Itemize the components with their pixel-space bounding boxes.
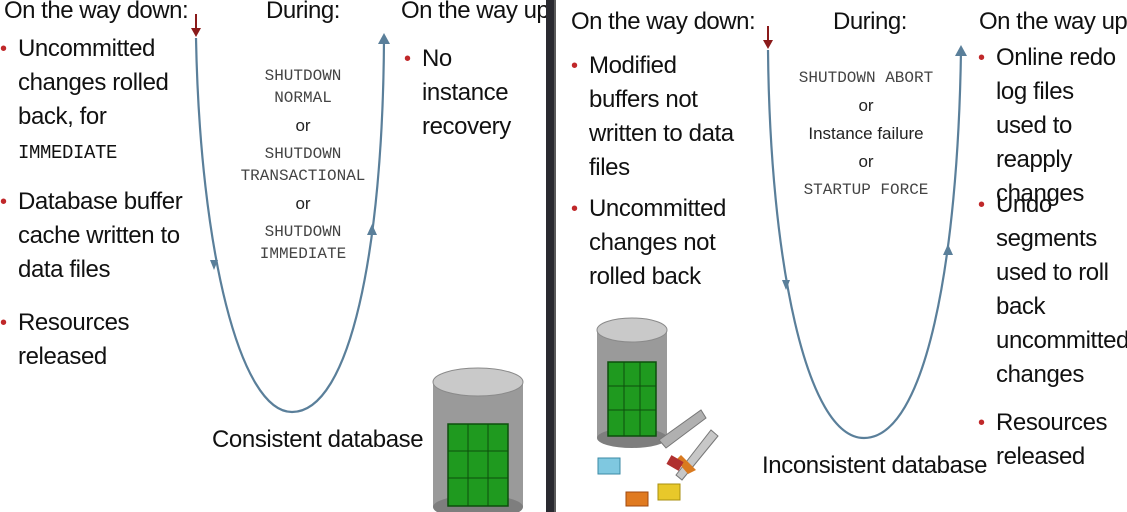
tools-icon (658, 409, 719, 481)
curve-arrow-up (943, 244, 953, 255)
up-item-text: No instance recovery (422, 45, 511, 140)
up-item-redo-logs-reapply: • Online redo log files used to reapply … (978, 41, 1127, 211)
puzzle-pieces-icon (597, 457, 681, 507)
curve-arrow-up (367, 224, 377, 235)
bullet-icon: • (978, 412, 985, 434)
up-item-resources-released: • Resources released (978, 406, 1127, 474)
command-text: TRANSACTIONAL (240, 167, 366, 185)
or-text: or (295, 116, 311, 135)
or-text: or (295, 194, 311, 213)
heading-on-the-way-up: On the way up: (979, 8, 1127, 35)
or-text: or (858, 152, 874, 171)
up-item-text: Undo segments used to roll back uncommit… (996, 191, 1127, 388)
caption-inconsistent-database: Inconsistent database (762, 452, 988, 479)
right-panel-inconsistent-shutdown: On the way down: During: On the way up: … (554, 0, 1127, 512)
down-item-code: IMMEDIATE (18, 142, 118, 164)
command-text: STARTUP FORCE (803, 181, 929, 199)
down-item-uncommitted-not-rolled-back: • Uncommitted changes not rolled back (571, 192, 739, 294)
caption-consistent-database: Consistent database (212, 426, 424, 453)
down-item-text: Resources released (18, 309, 130, 370)
database-icon (432, 367, 524, 512)
heading-on-the-way-up: On the way up: (401, 0, 546, 24)
curve-arrow-down (210, 260, 218, 270)
bullet-icon: • (978, 47, 985, 69)
up-item-undo-segments-roll-back: • Undo segments used to roll back uncomm… (978, 188, 1127, 392)
command-text: SHUTDOWN ABORT (798, 69, 934, 87)
left-panel-consistent-shutdown: On the way down: During: On the way up: … (0, 0, 546, 512)
or-text: or (858, 96, 874, 115)
down-item-text: Uncommitted changes not rolled back (589, 195, 726, 290)
start-marker-arrow (191, 28, 201, 37)
up-item-text: Resources released (996, 409, 1108, 470)
down-item-text: Modified buffers not written to data fil… (589, 52, 734, 181)
down-item-resources-released: • Resources released (0, 306, 168, 374)
down-item-text: Database buffer cache written to data fi… (18, 188, 183, 283)
down-item-buffers-not-written: • Modified buffers not written to data f… (571, 49, 739, 185)
bullet-icon: • (0, 191, 7, 213)
curve-end-arrow (378, 33, 390, 44)
up-item-text: Online redo log files used to reapply ch… (996, 44, 1116, 207)
command-text: SHUTDOWN (264, 67, 342, 85)
bullet-icon: • (0, 38, 7, 60)
down-item-text: Uncommitted changes rolled back, for (18, 35, 169, 130)
heading-during: During: (833, 8, 907, 35)
bullet-icon: • (0, 312, 7, 334)
during-commands: SHUTDOWN NORMAL or SHUTDOWN TRANSACTIONA… (228, 62, 378, 268)
down-item-buffer-cache-written: • Database buffer cache written to data … (0, 185, 188, 287)
bullet-icon: • (571, 198, 578, 220)
panel-divider (546, 0, 554, 512)
down-item-uncommitted-rolled-back: • Uncommitted changes rolled back, for I… (0, 32, 186, 170)
command-text: NORMAL (274, 89, 332, 107)
instance-failure-text: Instance failure (808, 124, 924, 143)
command-text: SHUTDOWN (264, 145, 342, 163)
up-item-no-instance-recovery: • No instance recovery (404, 42, 544, 144)
database-icon (596, 317, 668, 448)
command-text: SHUTDOWN (264, 223, 342, 241)
right-diagram (596, 26, 967, 507)
curve-end-arrow (955, 45, 967, 56)
heading-during: During: (266, 0, 340, 24)
start-marker-arrow (763, 40, 773, 49)
u-curve (766, 49, 963, 440)
command-text: IMMEDIATE (259, 245, 347, 263)
heading-on-the-way-down: On the way down: (4, 0, 189, 24)
heading-on-the-way-down: On the way down: (571, 8, 756, 35)
during-commands: SHUTDOWN ABORT or Instance failure or ST… (786, 64, 946, 204)
left-diagram (191, 14, 524, 512)
curve-arrow-down (782, 280, 790, 290)
bullet-icon: • (571, 55, 578, 77)
u-curve (194, 37, 386, 414)
bullet-icon: • (404, 48, 411, 70)
bullet-icon: • (978, 194, 985, 216)
